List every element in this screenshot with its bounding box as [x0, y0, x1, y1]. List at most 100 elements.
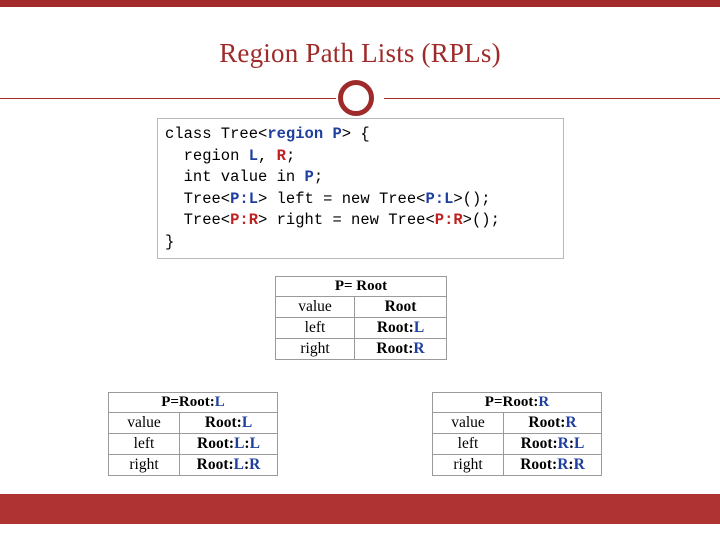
cell-token: P=Root:: [161, 394, 215, 410]
field-value: Root:R:R: [503, 454, 602, 476]
cell-token: :: [244, 435, 250, 452]
cell-token: Root:: [376, 319, 414, 336]
bottom-white-strip: [0, 524, 720, 540]
cell-token: Root:: [520, 435, 558, 452]
cell-token: Root:: [204, 414, 242, 431]
code-token: class Tree<: [165, 125, 268, 143]
cell-token: Root: [384, 298, 417, 315]
field-label: value: [108, 412, 180, 434]
cell-token: L: [234, 435, 245, 452]
field-value: Root:R: [503, 412, 602, 434]
cell-token: R: [538, 394, 550, 410]
cell-token: P=Root:: [484, 394, 539, 410]
field-value: Root:L:R: [179, 454, 278, 476]
table-header-row: P=Root:L: [108, 392, 278, 413]
field-label: right: [108, 454, 180, 476]
cell-token: R: [573, 456, 585, 473]
code-token: Tree<: [165, 189, 231, 208]
code-line: int value in P;: [165, 167, 500, 189]
code-line: class Tree<region P> {: [165, 124, 500, 146]
cell-token: Root:: [528, 414, 566, 431]
code-token: > {: [341, 125, 370, 143]
code-token: int value in: [165, 168, 305, 186]
code-token: Tree<: [165, 211, 231, 229]
cell-token: :: [568, 435, 575, 452]
code-line: Tree<P:R> right = new Tree<P:R>();: [165, 210, 500, 232]
table-header-cell: P=Root:L: [108, 392, 278, 413]
cell-token: R: [557, 456, 569, 473]
cell-token: L: [249, 435, 260, 452]
field-label: value: [432, 412, 504, 434]
field-label: right: [275, 338, 355, 360]
field-value: Root:L: [354, 317, 447, 339]
cell-token: R: [557, 435, 569, 452]
field-label: left: [275, 317, 355, 339]
cell-token: Root:: [196, 456, 234, 473]
code-token: L: [248, 146, 259, 165]
code-token: P:R: [434, 211, 463, 229]
code-line: Tree<P:L> left = new Tree<P:L>();: [165, 189, 500, 211]
code-token: ,: [258, 146, 277, 165]
bottom-accent-bar: [0, 494, 720, 524]
code-token: region: [267, 125, 324, 143]
code-token: > right = new Tree<: [258, 211, 435, 229]
code-token: >();: [462, 211, 500, 229]
code-token: P:L: [425, 189, 454, 208]
cell-token: R: [413, 340, 425, 357]
ring-decoration-icon: [338, 80, 374, 116]
cell-token: R: [565, 414, 577, 431]
code-token: P:R: [230, 211, 259, 229]
cell-token: L: [413, 319, 425, 336]
code-token: ;: [313, 168, 324, 186]
code-token: P: [332, 125, 342, 143]
field-value: Root:L:L: [179, 433, 278, 455]
table-row: value Root: [275, 296, 447, 318]
cell-token: :: [568, 456, 574, 473]
field-label: value: [275, 296, 355, 318]
field-value: Root: [354, 296, 447, 318]
code-token: R: [276, 146, 286, 165]
code-token: >();: [453, 189, 491, 208]
code-line: region L, R;: [165, 146, 500, 168]
cell-token: Root:: [197, 435, 235, 452]
code-token: region: [165, 146, 249, 165]
code-block: class Tree<region P> { region L, R; int …: [165, 124, 500, 253]
cell-token: L: [241, 414, 253, 431]
code-token: }: [165, 232, 175, 251]
cell-token: Root:: [520, 456, 558, 473]
code-token: P: [304, 168, 314, 186]
field-value: Root:R: [354, 338, 447, 360]
code-token: ;: [285, 146, 296, 165]
cell-token: L: [574, 435, 585, 452]
field-value: Root:R:L: [503, 433, 602, 455]
cell-token: L: [214, 394, 225, 410]
field-label: left: [432, 433, 504, 455]
code-token: > left = new Tree<: [258, 189, 426, 208]
cell-token: L: [233, 456, 244, 473]
top-accent-bar: [0, 0, 720, 7]
code-block-frame: [157, 118, 564, 259]
divider-line-right: [384, 98, 720, 99]
field-value: Root:L: [179, 412, 278, 434]
table-header-row: P= Root: [275, 276, 447, 297]
field-label: right: [432, 454, 504, 476]
page-title: Region Path Lists (RPLs): [219, 38, 501, 68]
code-token: P:L: [230, 189, 259, 208]
table-header-cell: P= Root: [275, 276, 447, 297]
cell-token: R: [249, 456, 261, 473]
code-line: }: [165, 232, 500, 254]
cell-token: :: [244, 456, 250, 473]
table-header-row: P=Root:R: [432, 392, 602, 413]
table-header-cell: P=Root:R: [432, 392, 602, 413]
